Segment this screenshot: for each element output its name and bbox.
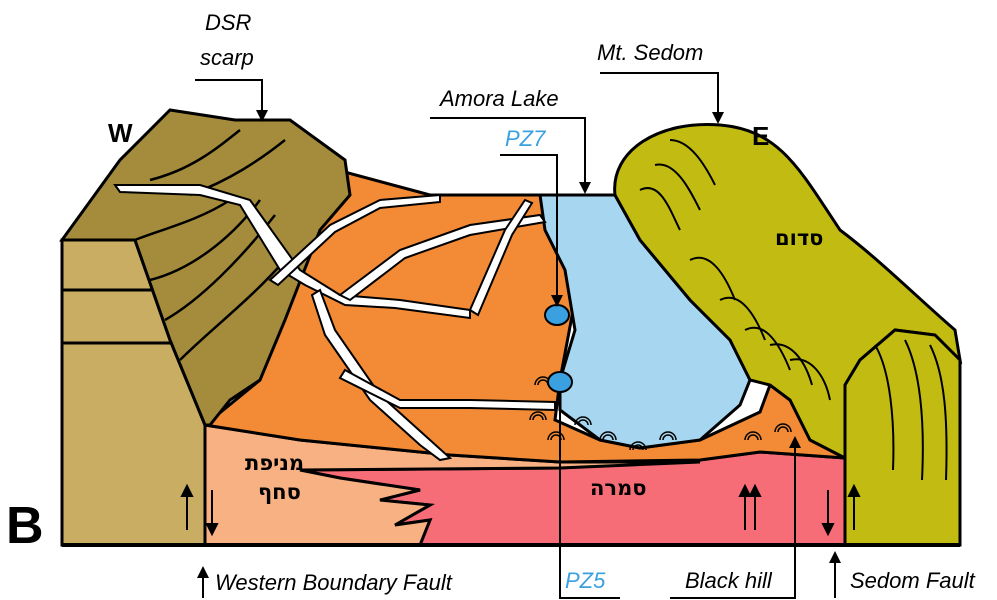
sedom-fault-label: Sedom Fault [850,570,975,592]
pz5-well [548,372,572,392]
samra-hebrew-label: סמרה [590,478,647,499]
sedom-fault-block [845,330,960,545]
black-hill-label: Black hill [685,570,772,592]
western-boundary-fault-label: Western Boundary Fault [215,572,452,594]
dsr-scarp-label-line2: scarp [200,47,254,69]
mt-sedom-leader [600,73,718,120]
compass-west: W [108,120,133,146]
menifat-hebrew-line2: סחף [258,482,301,503]
panel-letter: B [6,500,44,552]
menifat-hebrew-line1: מניפת [245,453,304,474]
amora-lake-label: Amora Lake [440,88,559,110]
mt-sedom-label: Mt. Sedom [597,42,703,64]
pz5-label: PZ5 [565,570,605,592]
compass-east: E [752,123,769,149]
sedom-hebrew-label: סדום [775,228,823,249]
pz7-well [545,305,569,325]
dsr-scarp-leader [195,80,262,118]
dsr-scarp-label-line1: DSR [205,12,251,34]
pz7-label: PZ7 [505,128,545,150]
